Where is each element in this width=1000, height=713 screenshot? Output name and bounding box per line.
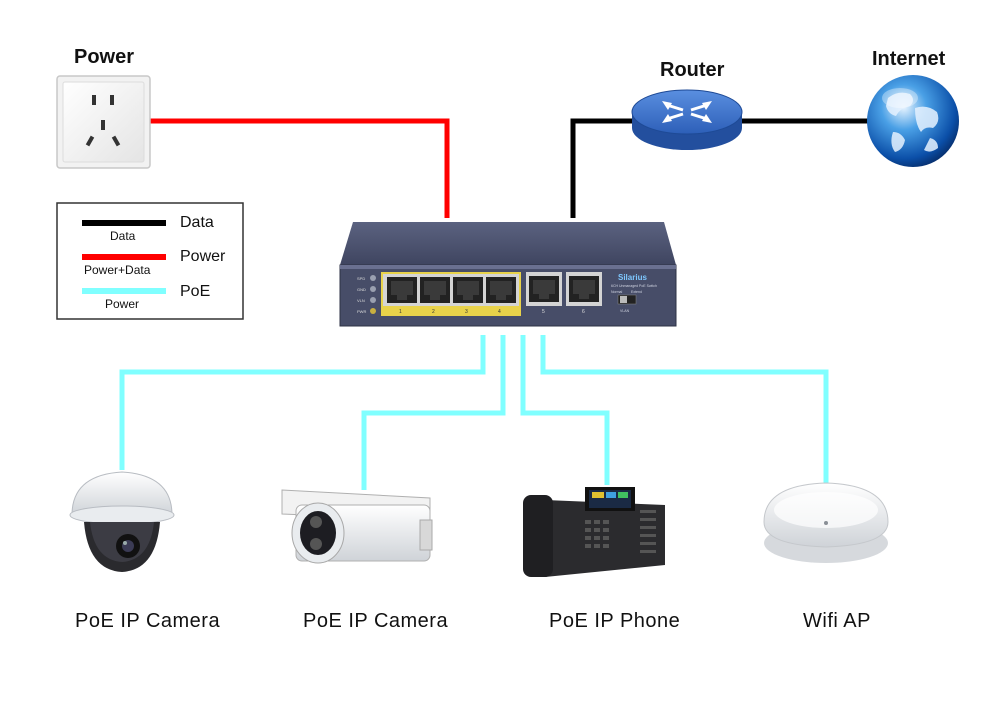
router-label: Router (660, 59, 725, 81)
port-label-2: 2 (432, 309, 435, 315)
poe-cable-phone (520, 335, 610, 485)
legend-sublabel-data: Data (110, 229, 136, 243)
port-label-6: 6 (582, 309, 585, 315)
switch-led-indicators (370, 275, 376, 314)
dome-camera-icon (69, 471, 175, 572)
poe-ports (387, 277, 516, 303)
switch-brand: Silarius (618, 273, 647, 282)
led-label-1: SPD (357, 276, 365, 281)
port-label-5: 5 (542, 309, 545, 315)
led-label-2: GND (357, 287, 366, 292)
bullet-camera-icon (281, 489, 433, 564)
device-label-phone: PoE IP Phone (549, 610, 681, 632)
legend-label-poe: PoE (180, 283, 211, 300)
port-label-4: 4 (498, 309, 501, 315)
legend-label-power: Power (180, 248, 226, 265)
led-label-4: PWR (357, 309, 366, 314)
internet-globe-icon (867, 75, 959, 167)
poe-cable-camera-1 (119, 335, 486, 470)
switch-mode-extend: Extend (631, 290, 642, 294)
legend-swatch-poe (82, 288, 166, 294)
port-label-1: 1 (399, 309, 402, 315)
poe-cable-wifi-ap (540, 335, 829, 485)
internet-label: Internet (872, 48, 946, 70)
poe-switch-icon (339, 222, 677, 327)
device-label-camera-1: PoE IP Camera (75, 610, 221, 632)
wifi-ap-icon (763, 482, 889, 563)
poe-cables (119, 335, 829, 490)
legend-sublabel-poe: Power (105, 297, 140, 311)
port-label-3: 3 (465, 309, 468, 315)
switch-model: 6CH Unmanaged PoE Switch (611, 284, 657, 288)
device-label-wifi-ap: Wifi AP (803, 610, 871, 632)
ip-phone-icon (523, 487, 665, 577)
legend-swatch-power (82, 254, 166, 260)
poe-cable-camera-2 (361, 335, 506, 490)
router-icon (631, 89, 743, 150)
device-label-camera-2: PoE IP Camera (303, 610, 449, 632)
legend-label-data: Data (180, 214, 214, 231)
power-socket-icon (56, 75, 151, 169)
legend-swatch-data (82, 220, 166, 226)
data-cable-router-switch (570, 118, 632, 218)
led-label-3: VLN (357, 298, 365, 303)
power-label: Power (74, 46, 135, 68)
legend-sublabel-power: Power+Data (84, 263, 151, 277)
power-cable (150, 118, 450, 218)
switch-mode-vlan: VLAN (620, 309, 630, 313)
switch-mode-normal: Normal (611, 290, 623, 294)
legend (56, 202, 244, 320)
uplink-ports (526, 272, 602, 306)
